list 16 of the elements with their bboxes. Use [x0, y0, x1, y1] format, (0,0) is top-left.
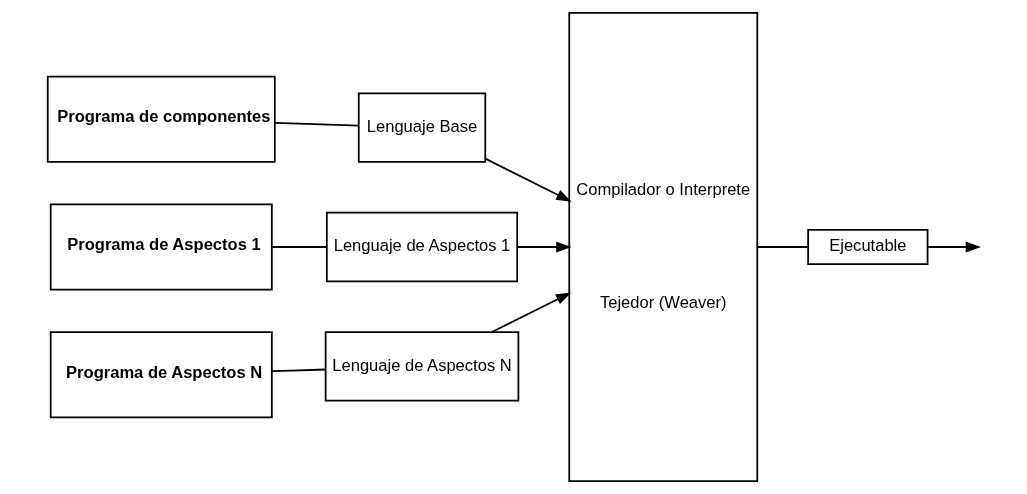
- node-box: Programa de componentes: [46, 75, 276, 163]
- arrow: [484, 157, 572, 202]
- arrow: [927, 241, 982, 253]
- node-box: Lenguaje Base: [357, 92, 487, 163]
- node-box: Programa de Aspectos N: [49, 331, 273, 419]
- node-box: Programa de Aspectos 1: [49, 203, 273, 291]
- connector: [271, 368, 327, 373]
- node-box: Lenguaje de Aspectos N: [324, 331, 520, 402]
- node-box: Compilador o Interprete Tejedor (Weaver): [568, 11, 759, 483]
- connector: [274, 122, 360, 127]
- node-box: Ejecutable: [807, 228, 929, 266]
- node-box: Lenguaje de Aspectos 1: [325, 211, 519, 283]
- connector: [271, 246, 328, 248]
- arrow: [491, 292, 572, 333]
- arrow: [516, 241, 572, 253]
- connector: [756, 246, 809, 248]
